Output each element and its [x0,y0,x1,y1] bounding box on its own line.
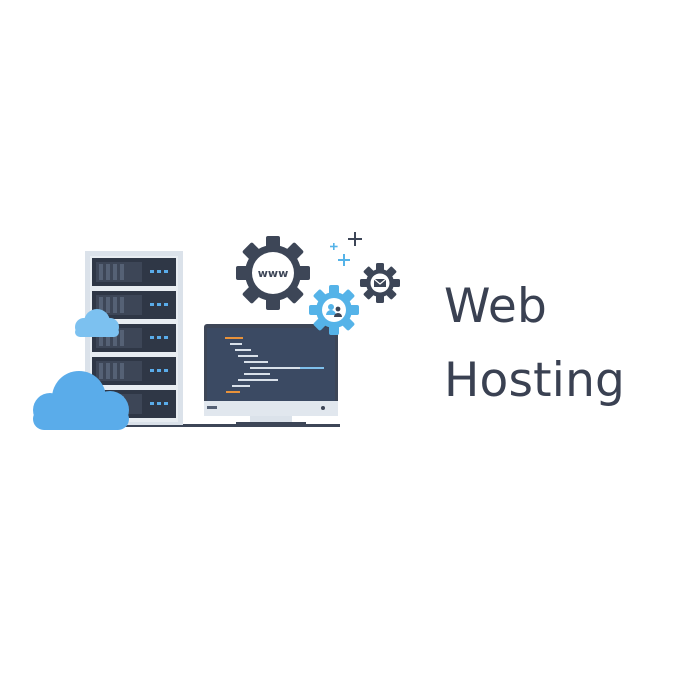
www-gear-icon: www [236,236,310,310]
www-label: www [258,267,289,280]
code-lines [225,337,324,393]
ground-line [60,424,340,427]
mail-gear-icon [360,263,400,303]
code-monitor-icon [204,324,338,426]
page-title: Web Hosting [444,270,625,418]
server-unit [92,258,176,286]
title-line-web: Web [444,279,548,334]
server-unit [92,324,176,352]
cloud-icon [33,371,129,430]
title-line-hosting: Hosting [444,353,626,408]
server-unit [92,357,176,385]
cloud-icon [75,309,119,337]
plus-sparkle-icon [330,232,362,266]
users-gear-icon [309,285,359,335]
server-unit [92,291,176,319]
